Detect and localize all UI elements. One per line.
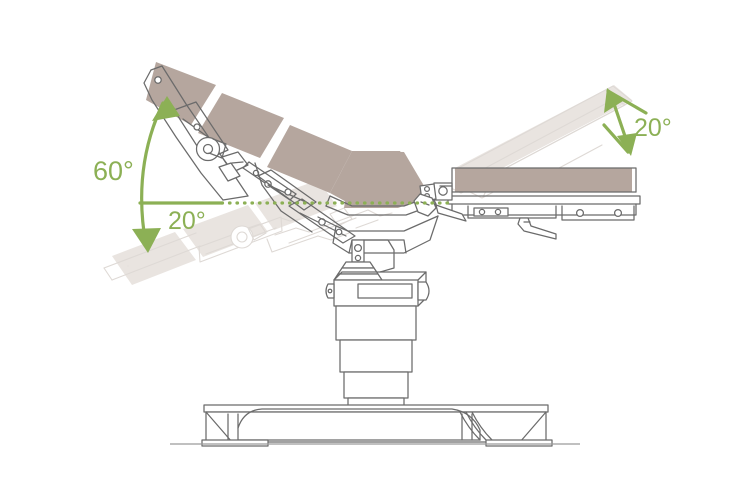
base [201, 404, 553, 447]
legrest-angle-arm-lower [602, 123, 630, 154]
seat-legrest-hinge [413, 182, 467, 222]
seat-section [317, 151, 439, 254]
backrest-range-arrowhead-down [132, 228, 161, 253]
backrest-down-angle-label: 20° [168, 207, 206, 235]
backrest-lowered-ghost [103, 180, 393, 285]
legrest-range-arrowhead-up [604, 88, 623, 113]
legrest-angle-label: 20° [634, 114, 672, 142]
backrest-range-arrowhead-up [152, 96, 180, 121]
legrest-angle-arm-upper [606, 89, 648, 115]
legrest-range-arrowhead-down [617, 133, 637, 156]
backrest-angle-label: 60° [93, 156, 134, 186]
column [325, 271, 430, 411]
legrest-flat [447, 167, 641, 240]
